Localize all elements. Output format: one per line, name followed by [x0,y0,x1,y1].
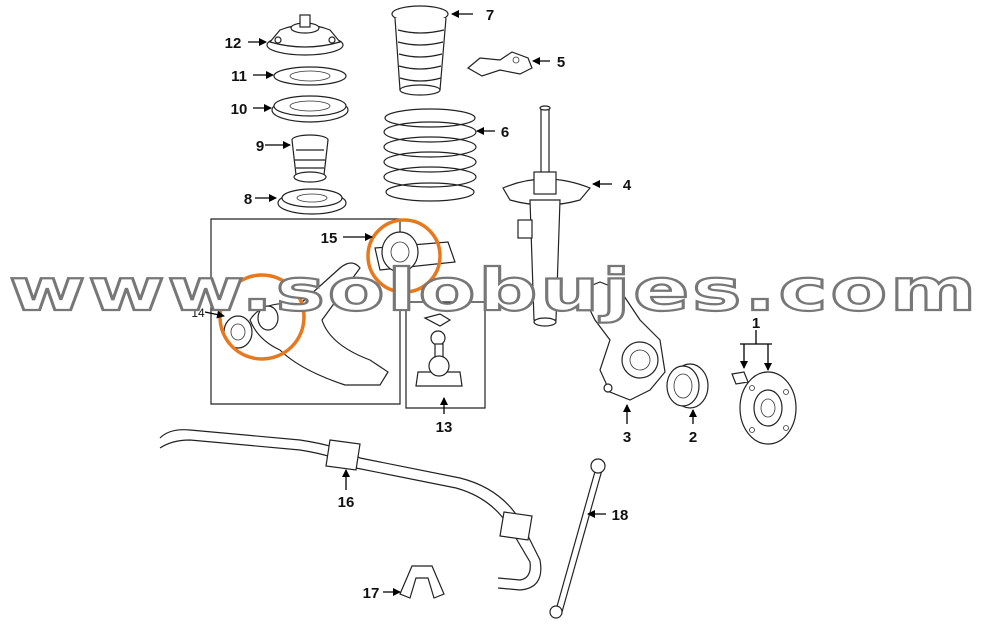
callout-16: 16 [338,494,355,511]
callout-4: 4 [623,177,632,194]
watermark-text: www.solobujes.com [9,256,979,324]
strut-top-mount [266,14,344,56]
strut-bearing [271,95,349,123]
wheel-hub [731,371,797,445]
callout-12: 12 [225,35,242,52]
callout-10: 10 [231,101,248,118]
callout-15: 15 [321,230,338,247]
bump-stop [291,134,329,183]
callout-2: 2 [689,429,697,446]
control-arm-group [210,218,401,405]
callout-6: 6 [501,124,509,141]
dust-boot [391,5,449,96]
mount-washer [273,66,347,86]
callout-9: 9 [256,138,264,155]
callout-8: 8 [244,191,252,208]
strut-assembly [502,105,591,327]
callout-1: 1 [752,315,760,332]
strut-bracket [466,51,533,77]
wheel-bearing [666,363,709,409]
callout-17: 17 [363,585,380,602]
lower-spring-seat [277,188,347,215]
control-arm-bushing [374,231,456,273]
callout-5: 5 [557,54,565,71]
callout-arrows [204,10,772,596]
callout-18: 18 [612,507,629,524]
ball-joint-group [405,301,486,409]
highlight-bushing-circle [366,218,442,294]
callout-13: 13 [436,419,453,436]
callout-3: 3 [623,429,631,446]
steering-knuckle [579,281,666,401]
callout-11: 11 [231,68,247,85]
stabilizer-link [549,458,606,619]
callout-7: 7 [486,7,494,24]
stabilizer-bar [159,429,542,591]
coil-spring [383,108,477,202]
callout-14: 14 [191,306,205,320]
stabilizer-clamp [399,565,445,599]
